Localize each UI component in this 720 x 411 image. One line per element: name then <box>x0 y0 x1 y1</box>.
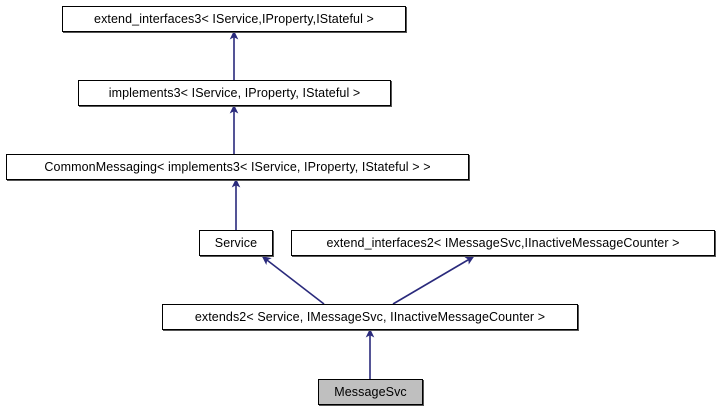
class-node-extend_interfaces2[interactable]: extend_interfaces2< IMessageSvc,IInactiv… <box>291 230 715 256</box>
class-node-label: extends2< Service, IMessageSvc, IInactiv… <box>194 309 546 324</box>
class-node-label: implements3< IService, IProperty, IState… <box>108 85 361 100</box>
inheritance-arrow-extends2-to-Service <box>261 256 325 305</box>
class-node-extend_interfaces3[interactable]: extend_interfaces3< IService,IProperty,I… <box>62 6 406 32</box>
class-node-label: Service <box>214 235 258 250</box>
class-node-CommonMessaging[interactable]: CommonMessaging< implements3< IService, … <box>6 154 469 180</box>
class-node-Service[interactable]: Service <box>199 230 273 256</box>
class-node-label: extend_interfaces2< IMessageSvc,IInactiv… <box>326 235 680 250</box>
class-node-implements3[interactable]: implements3< IService, IProperty, IState… <box>78 80 391 106</box>
class-node-label: extend_interfaces3< IService,IProperty,I… <box>94 11 374 26</box>
class-node-extends2[interactable]: extends2< Service, IMessageSvc, IInactiv… <box>162 304 578 330</box>
class-node-label: CommonMessaging< implements3< IService, … <box>44 159 431 174</box>
class-node-MessageSvc[interactable]: MessageSvc <box>318 379 423 405</box>
class-node-label: MessageSvc <box>334 384 407 399</box>
inheritance-arrow-extends2-to-extend_interfaces2 <box>392 256 475 305</box>
